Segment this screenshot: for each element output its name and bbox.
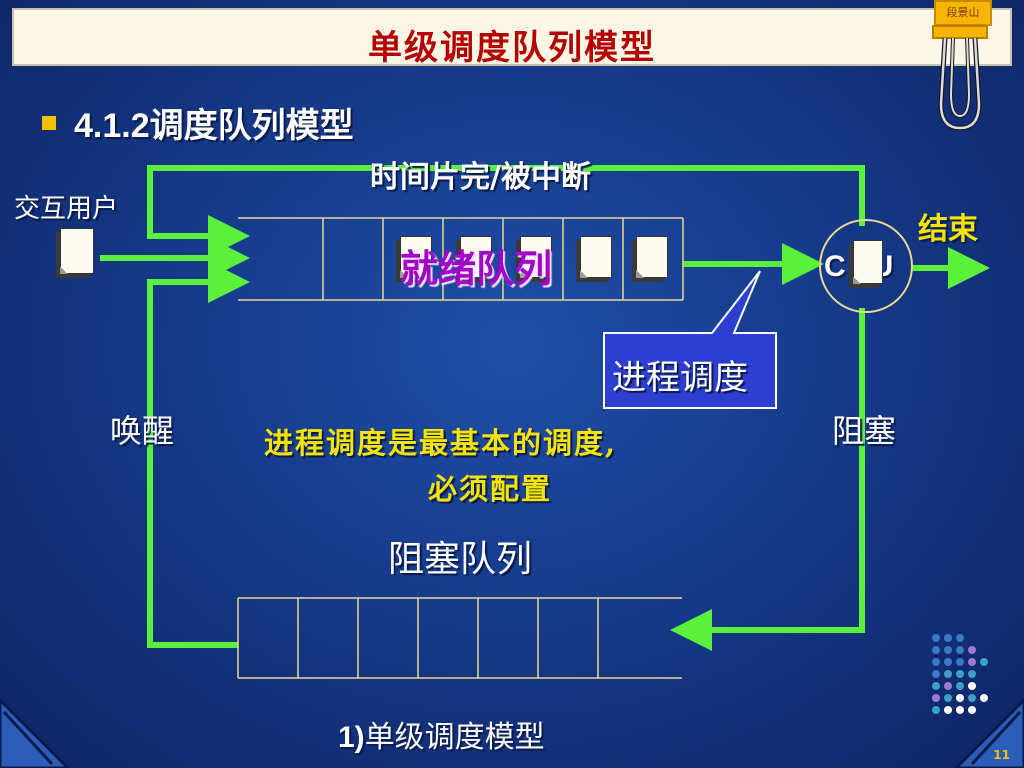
ready-process-icon (460, 236, 492, 278)
section-number: 4.1.2 (74, 107, 150, 145)
section-heading: 4.1.2调度队列模型 (74, 98, 354, 147)
ready-process-icon (636, 236, 668, 278)
binder-clip-icon (932, 25, 988, 131)
caption-number: 1) (338, 721, 365, 754)
slide-title: 单级调度队列模型 (368, 28, 656, 68)
title-bar (12, 8, 1012, 66)
block-path (670, 308, 865, 651)
page-number: 11 (993, 748, 1010, 762)
corner-decoration-right (953, 697, 1024, 768)
end-label: 结束 (918, 212, 978, 247)
cpu-circle (819, 219, 913, 313)
ready-queue (238, 217, 684, 301)
wake-label: 唤醒 (110, 412, 175, 450)
wake-path (147, 261, 250, 648)
ready-queue-label: 就绪队列 (400, 247, 553, 291)
running-process-icon (853, 240, 883, 284)
blocked-queue (237, 597, 682, 679)
block-label: 阻塞 (832, 412, 897, 450)
dot-grid-decoration (932, 634, 988, 714)
section-title: 调度队列模型 (149, 106, 354, 146)
caption-text: 单级调度模型 (364, 720, 545, 755)
timeslice-feedback-path (147, 165, 865, 257)
callout-label: 进程调度 (612, 358, 748, 398)
user-process-icon (60, 228, 94, 274)
caption: 1)单级调度模型 (338, 712, 545, 756)
ready-process-icon (520, 236, 552, 278)
ready-process-icon (580, 236, 612, 278)
corner-decoration-left (0, 697, 71, 768)
note-line-1: 进程调度是最基本的调度, (264, 426, 618, 460)
timeslice-label: 时间片完/被中断 (370, 160, 591, 195)
callout-shape (603, 270, 777, 409)
blocked-queue-label: 阻塞队列 (388, 539, 533, 580)
interactive-user-label: 交互用户 (14, 194, 119, 224)
note-line-2: 必须配置 (428, 472, 553, 506)
bullet-square-icon (42, 116, 56, 130)
ready-process-icon (400, 236, 432, 278)
